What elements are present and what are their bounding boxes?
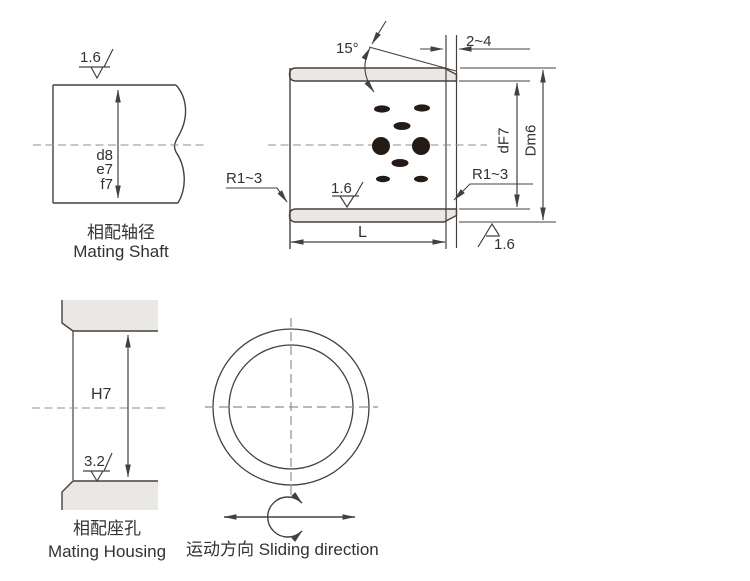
outer-diameter-label: Dm6 — [522, 124, 540, 157]
shaft-tolerance-d8: d8 — [96, 147, 113, 164]
housing-roughness-icon — [83, 452, 113, 483]
chamfer-pointer-arrow — [371, 20, 387, 45]
mating-housing-view — [32, 300, 168, 510]
housing-bore-tolerance-label: H7 — [91, 386, 112, 403]
chamfer-construction-line — [368, 46, 457, 72]
sliding-direction-caption: 运动方向 Sliding direction — [186, 540, 379, 559]
bushing-section-view — [226, 20, 556, 249]
od-roughness-icon — [477, 222, 500, 248]
od-dim-extension-lines — [459, 67, 556, 223]
shaft-tolerance-f7: f7 — [100, 176, 113, 193]
bore-diameter-label: dF7 — [495, 127, 513, 154]
radius-right-leader — [453, 183, 533, 201]
shaft-roughness-value: 1.6 — [80, 49, 101, 66]
shaft-tolerance-e7: e7 — [96, 161, 113, 178]
shaft-caption-en: Mating Shaft — [73, 242, 169, 261]
shaft-caption-zh: 相配轴径 — [87, 223, 155, 242]
corner-radius-right-label: R1~3 — [472, 166, 509, 183]
bore-roughness-value: 1.6 — [331, 180, 352, 197]
length-label: L — [358, 224, 367, 241]
od-roughness-value: 1.6 — [494, 236, 515, 253]
housing-top-block-outline — [61, 300, 158, 332]
housing-bottom-block-outline — [61, 480, 158, 510]
sliding-direction-symbol — [223, 492, 356, 542]
shaft-outline — [52, 84, 178, 204]
graphite-plug-dots — [372, 104, 430, 183]
end-width-label: 2~4 — [466, 33, 492, 50]
shaft-roughness-icon — [79, 48, 114, 80]
bushing-bottom-wall — [288, 208, 458, 223]
housing-top-block-fill — [62, 300, 158, 331]
chamfer-angle-label: 15° — [336, 40, 359, 57]
shaft-break-line — [173, 84, 187, 204]
bore-roughness-icon — [332, 181, 364, 209]
housing-bottom-block-fill — [62, 481, 158, 510]
radius-left-leader — [226, 187, 288, 203]
housing-roughness-value: 3.2 — [84, 453, 105, 470]
bore-dim-extension-lines — [459, 80, 530, 210]
housing-caption-en: Mating Housing — [47, 542, 167, 561]
corner-radius-left-label: R1~3 — [226, 170, 263, 187]
chamfer-angle-arc — [361, 47, 375, 93]
bushing-top-wall — [288, 67, 458, 82]
bushing-front-view — [205, 318, 378, 500]
housing-caption-zh: 相配座孔 — [73, 519, 141, 538]
mating-shaft-view — [33, 48, 204, 204]
rotation-arrow — [267, 492, 303, 542]
